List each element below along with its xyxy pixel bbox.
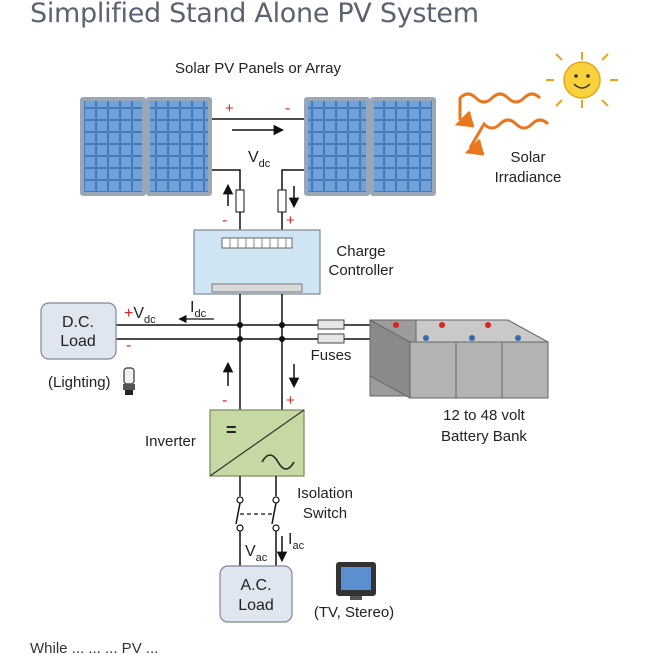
bottom-paragraph-fragment: While ... ... ... PV ... bbox=[30, 640, 159, 657]
diagram-card: Solar PV Panels or Array + - Vdc - + bbox=[12, 44, 645, 653]
inverter-in-plus: + bbox=[286, 392, 295, 409]
dc-load-minus: - bbox=[126, 337, 131, 354]
ac-load-line2: Load bbox=[238, 597, 274, 614]
inverter-box: = bbox=[209, 409, 305, 477]
solar-panel-1 bbox=[80, 97, 146, 196]
page-title: Simplified Stand Alone PV System bbox=[30, 0, 479, 29]
pv-system-diagram: Solar PV Panels or Array + - Vdc - + bbox=[40, 52, 618, 623]
plus-vdc-label: +Vdc bbox=[124, 305, 156, 326]
light-bulb-icon bbox=[123, 367, 135, 395]
panels-label: Solar PV Panels or Array bbox=[175, 60, 341, 77]
dc-load-line2: Load bbox=[60, 333, 96, 350]
panel-minus: - bbox=[285, 100, 290, 117]
fuse-icon bbox=[317, 319, 345, 330]
dc-load-line1: D.C. bbox=[62, 314, 94, 331]
inverter-in-minus: - bbox=[222, 392, 227, 409]
sun-icon bbox=[546, 52, 618, 108]
ac-load-box bbox=[219, 565, 293, 623]
irradiance-arrows-icon bbox=[454, 92, 550, 156]
idc-label: Idc bbox=[190, 299, 207, 320]
dc-symbol-icon: = bbox=[226, 420, 237, 440]
solar-irradiance-line1: Solar bbox=[510, 149, 545, 166]
inverter-label: Inverter bbox=[145, 433, 196, 450]
ac-load-line1: A.C. bbox=[240, 577, 271, 594]
ac-symbol-icon bbox=[261, 454, 295, 470]
dc-load-box bbox=[40, 302, 117, 360]
charge-controller bbox=[193, 229, 321, 295]
solar-panel-2 bbox=[146, 97, 212, 196]
vdc-top-label: Vdc bbox=[248, 149, 271, 170]
panel-plus: + bbox=[225, 100, 234, 117]
fuse-icon bbox=[317, 333, 345, 344]
battery-line1: 12 to 48 volt bbox=[443, 407, 526, 424]
battery-line2: Battery Bank bbox=[441, 428, 527, 445]
fuses-label: Fuses bbox=[311, 347, 352, 364]
solar-panel-4 bbox=[370, 97, 436, 196]
controller-in-minus: - bbox=[222, 212, 227, 229]
tv-icon bbox=[336, 562, 376, 600]
isolation-switch-icon bbox=[235, 496, 280, 532]
controller-in-plus: + bbox=[286, 212, 295, 229]
battery-bank bbox=[369, 319, 549, 399]
charge-controller-line2: Controller bbox=[328, 262, 393, 279]
isolation-line1: Isolation bbox=[297, 485, 353, 502]
charge-controller-line1: Charge bbox=[336, 243, 385, 260]
iac-label: Iac bbox=[288, 531, 305, 552]
fuse-icon bbox=[277, 189, 287, 213]
solar-irradiance-line2: Irradiance bbox=[495, 169, 562, 186]
vac-label: Vac bbox=[245, 543, 268, 564]
tv-stereo-label: (TV, Stereo) bbox=[314, 604, 394, 621]
lighting-label: (Lighting) bbox=[48, 374, 111, 391]
fuse-icon bbox=[235, 189, 245, 213]
solar-panel-3 bbox=[304, 97, 370, 196]
isolation-line2: Switch bbox=[303, 505, 347, 522]
